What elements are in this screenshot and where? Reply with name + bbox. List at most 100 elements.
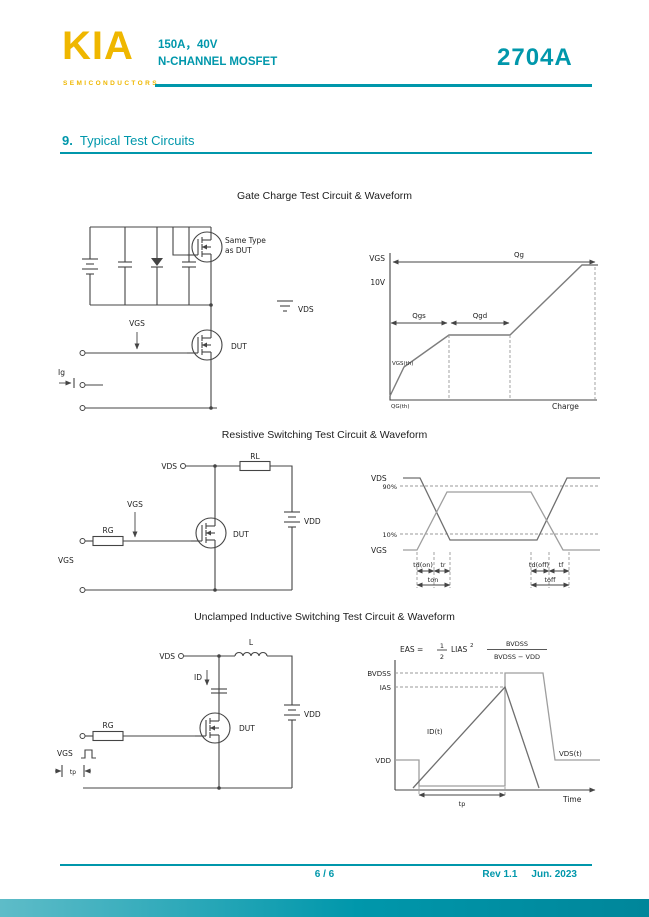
inductor-label: L [249,638,254,647]
battery-icon [284,511,300,528]
mosfet-symbol-dut [194,707,231,749]
tp-width-marks [55,765,91,777]
rg-label: RG [102,721,113,730]
part-number: 2704A [497,44,573,71]
figure3-unclamped-inductive: VDS L ID RG DUT VDD VGS tp EAS = 1 2 LIA… [55,638,600,808]
mosfet-symbol-dut [186,324,223,366]
capacitor-icon [118,261,132,268]
qg-label: Qg [514,251,524,259]
timing-arrows [416,568,570,588]
ig-label: Ig [58,368,65,377]
section-number: 9. [62,133,73,148]
gate-pulse-icon [81,749,96,759]
mosfet-symbol-same-type [186,226,223,268]
footer-divider [60,864,592,866]
waveform-axes [389,253,597,401]
vgs-label: VGS [129,319,145,328]
fraction-numerator: BVDSS [506,640,528,648]
eas-formula: EAS = 1 2 LIAS 2 BVDSS BVDSS − VDD [400,640,547,661]
vds-label: VDS [298,305,314,314]
unclamped-inductive-waveform: EAS = 1 2 LIAS 2 BVDSS BVDSS − VDD BVDSS… [367,640,600,808]
wave-vgs-label: VGS [371,546,387,555]
junction-dots [209,303,213,410]
vds-top-label: VDS [161,462,177,471]
inductor-icon [234,651,268,657]
tp-label: tp [70,769,76,776]
dut-label: DUT [239,724,255,733]
junction-dots [217,654,221,790]
rating-text: 150A，40V [158,39,218,51]
header-divider [155,84,592,87]
squared-exponent: 2 [470,643,474,649]
gate-charge-curve [389,264,598,397]
wave-10v-label: 10V [370,278,386,287]
terminal-circles [79,463,186,593]
qgd-label: Qgd [473,312,487,320]
tr-label: tr [440,561,446,569]
p10-label: 10% [383,531,397,539]
figure1-gate-charge: Same Type as DUT VGS DUT VDS Ig VGS 10V … [58,226,598,411]
rg-resistor [92,535,124,547]
vds-trace [395,672,600,787]
vgs-trace [403,491,600,551]
brand-logo-text: KIA [62,24,134,68]
bottom-accent-bar [0,899,649,917]
same-type-label-line2: as DUT [225,246,252,255]
vgs-source-label: VGS [58,556,74,565]
eas-equals: EAS = [400,645,423,654]
charge-label: Charge [552,402,579,411]
vdst-label: VDS(t) [559,750,582,758]
terminal-circles [79,653,184,739]
tdoff-label: td(off) [529,561,549,569]
section-divider [60,152,592,154]
battery-icon [82,258,98,275]
rg-resistor [92,730,124,742]
revision-info: Rev 1.1 Jun. 2023 [482,869,577,880]
circuit-wires [85,226,217,409]
device-type-text: N-CHANNEL MOSFET [158,56,278,68]
section-heading: 9. Typical Test Circuits [62,133,194,148]
tdon-label: td(on) [413,561,433,569]
resistive-switching-waveform: VDS 90% 10% VGS td(on) tr ton td(off) tf… [371,474,600,588]
wave-vgs-label: VGS [369,254,385,263]
device-specs: 150A，40V N-CHANNEL MOSFET [158,37,277,71]
gate-charge-waveform: VGS 10V Qg Qgs Qgd VGS(th) QG(th) Charge [369,251,598,411]
idt-label: ID(t) [427,728,443,736]
page-indicator: 6 / 6 [314,869,335,880]
rl-label: RL [250,452,260,461]
vdd-label: VDD [304,517,321,526]
dut-label: DUT [231,342,247,351]
battery-icon [284,704,300,721]
li-term: LIAS [451,645,468,654]
qgth-label: QG(th) [391,404,410,410]
p90-label: 90% [383,483,397,491]
resistive-switching-circuit: VDS RL VGS RG DUT VDD VGS [58,452,321,593]
ground-icon [277,300,293,312]
figure2-resistive-switching: VDS RL VGS RG DUT VDD VGS [58,452,600,593]
brand-subtitle: SEMICONDUCTORS [63,80,159,87]
ton-label: ton [428,576,439,584]
dut-label: DUT [233,530,249,539]
section-title: Typical Test Circuits [79,133,195,148]
wave-vds-label: VDS [371,474,387,483]
toff-label: toff [544,576,556,584]
id-label: ID [194,673,202,682]
vgs-label: VGS [57,749,73,758]
ias-label: IAS [380,684,392,692]
tf-label: tf [559,561,565,569]
tp-label: tp [459,800,466,808]
terminal-circles [79,350,86,411]
id-current-triangle [412,685,540,789]
unclamped-inductive-circuit: VDS L ID RG DUT VDD VGS tp [55,638,321,790]
time-label: Time [562,795,582,804]
rl-resistor [239,460,271,472]
fraction-denominator: BVDSS − VDD [494,653,540,661]
vgsth-label: VGS(th) [392,361,413,367]
vgs-drive-label: VGS [127,500,143,509]
figure2-title: Resistive Switching Test Circuit & Wavef… [221,429,428,441]
rg-label: RG [102,526,113,535]
same-type-label-line1: Same Type [225,236,266,245]
figure1-title: Gate Charge Test Circuit & Waveform [236,190,413,202]
vdd-label: VDD [304,710,321,719]
